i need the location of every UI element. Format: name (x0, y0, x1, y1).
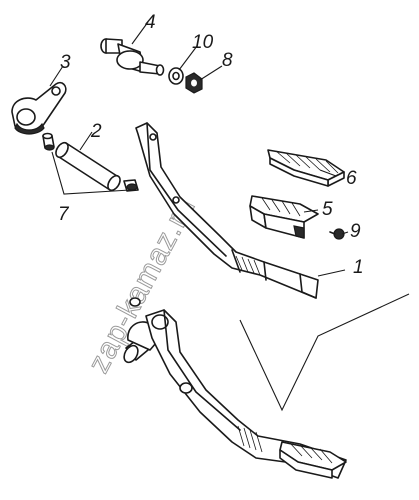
part-8-nut (185, 72, 203, 94)
part-9-screw (329, 228, 345, 240)
callout-2: 2 (90, 121, 102, 142)
callout-7: 7 (58, 204, 70, 225)
part-2-axle (55, 141, 121, 192)
assembled-pedal (123, 293, 410, 479)
callout-5: 5 (322, 199, 333, 220)
callout-1: 1 (353, 257, 364, 278)
part-5-pad-bracket (249, 195, 319, 239)
callout-3: 3 (60, 52, 71, 73)
part-10-washer (168, 67, 184, 85)
part-6-pedal-pad (267, 149, 345, 187)
part-4-shaft (100, 38, 165, 76)
callout-9: 9 (350, 221, 361, 242)
callout-6: 6 (346, 168, 357, 189)
callout-4: 4 (145, 12, 156, 33)
callout-8: 8 (222, 50, 233, 71)
part-1-pedal-lever (135, 122, 319, 299)
callout-10: 10 (192, 32, 214, 53)
part-3-lever-plate (11, 81, 67, 135)
leader-lines (49, 21, 349, 277)
part-7-bushings (42, 132, 139, 192)
